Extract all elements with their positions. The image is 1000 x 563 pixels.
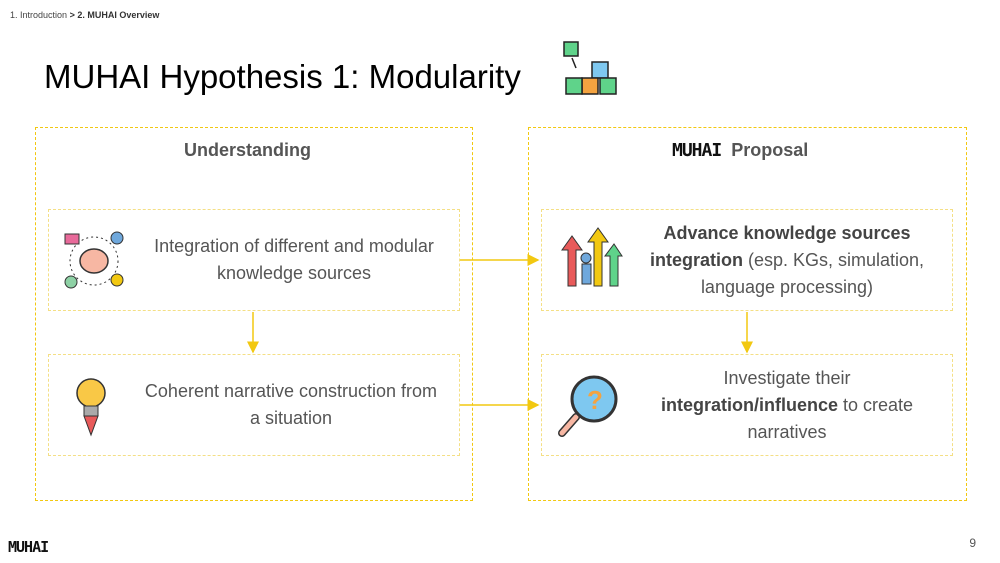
svg-text:?: ?: [587, 385, 603, 415]
blocks-icon: [563, 41, 617, 95]
growth-arrows-icon: [561, 227, 623, 287]
proposal-item-bold: integration/influence: [660, 394, 838, 415]
understanding-item-text: Integration of different and modular kno…: [154, 236, 434, 283]
breadcrumb-current: > 2. MUHAI Overview: [69, 10, 160, 20]
lightbulb-pen-icon: [76, 378, 106, 437]
proposal-item-rest: to create narratives: [747, 394, 914, 442]
proposal-item-bold: Advance knowledge sources integration: [649, 222, 911, 270]
page-number: 9: [969, 536, 976, 550]
breadcrumb-section[interactable]: 1. Introduction: [10, 10, 68, 20]
brain-network-icon: [64, 231, 124, 289]
understanding-item-text: Coherent narrative construction from a s…: [144, 381, 438, 428]
breadcrumb: 1. Introduction > 2. MUHAI Overview: [10, 10, 159, 20]
proposal-item-text: Investigate their integration/influence …: [634, 365, 940, 446]
slide-title: MUHAI Hypothesis 1: Modularity: [44, 58, 521, 95]
understanding-item: Coherent narrative construction from a s…: [48, 354, 460, 456]
muhai-logo: MUHAI: [672, 140, 722, 161]
proposal-panel: [528, 127, 967, 501]
proposal-item: ? Investigate their integration/influenc…: [541, 354, 953, 456]
proposal-header: MUHAI Proposal: [672, 140, 808, 161]
footer-logo: MUHAI: [8, 538, 49, 556]
proposal-item-pre: Investigate their: [723, 367, 851, 388]
proposal-item-text: Advance knowledge sources integration (e…: [634, 220, 940, 301]
understanding-item: Integration of different and modular kno…: [48, 209, 460, 311]
proposal-item-rest: (esp. KGs, simulation, language processi…: [700, 249, 925, 297]
proposal-header-label: Proposal: [731, 140, 809, 160]
understanding-panel: [35, 127, 473, 501]
understanding-header: Understanding: [184, 140, 312, 160]
proposal-item: Advance knowledge sources integration (e…: [541, 209, 953, 311]
magnifier-question-icon: ?: [558, 375, 618, 437]
